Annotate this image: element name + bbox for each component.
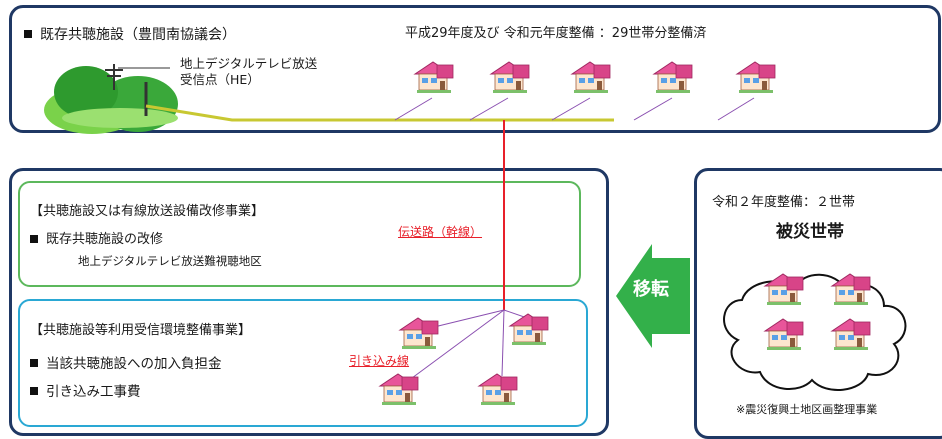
house-icon [379, 373, 419, 406]
hills-illustration [44, 66, 178, 134]
renovation-project-title: 【共聴施設又は有線放送設備改修事業】 [30, 204, 265, 219]
house-icon [490, 61, 530, 94]
bullet-square-icon [30, 387, 38, 395]
reception-environment-box [18, 299, 588, 427]
bullet-square-icon [30, 359, 38, 367]
head-end-label: 地上デジタルテレビ放送 受信点（HE） [180, 56, 317, 88]
trunk-line-label: 伝送路（幹線） [398, 225, 483, 239]
bullet-square-icon [24, 30, 32, 38]
reception-project-title: 【共聴施設等利用受信環境整備事業】 [30, 323, 252, 338]
head-end-label-line1: 地上デジタルテレビ放送 [180, 56, 318, 71]
facility-renovation-box [18, 181, 581, 287]
house-icon [653, 61, 693, 94]
top-drop-lines [394, 97, 755, 121]
reception-item-2: 引き込み工事費 [30, 380, 141, 400]
projects-panel [9, 168, 609, 436]
disaster-households-title: 被災世帯 [776, 222, 844, 242]
relocation-label: 移転 [633, 279, 669, 300]
house-icon [414, 61, 454, 94]
renovation-item: 既存共聴施設の改修 [30, 228, 163, 247]
drop-line-label: 引き込み線 [349, 354, 410, 368]
house-icon [571, 61, 611, 94]
house-icon [736, 61, 776, 94]
house-icon [831, 273, 871, 306]
existing-facility-title: 既存共聴施設（豊間南協議会） [24, 24, 236, 44]
completed-households-header: 平成29年度及び 令和元年度整備 ：29世帯分整備済 [405, 26, 707, 41]
existing-facility-panel [9, 5, 941, 133]
reception-item-1: 当該共聴施設への加入負担金 [30, 352, 222, 372]
house-icon [764, 273, 804, 306]
reconstruction-note: ※震災復興土地区画整理事業 [736, 403, 878, 416]
reception-item-1-text: 当該共聴施設への加入負担金 [46, 356, 222, 372]
reception-item-2-text: 引き込み工事費 [46, 384, 141, 400]
cloud-shape [723, 273, 907, 392]
renovation-item-text: 既存共聴施設の改修 [46, 232, 164, 247]
house-icon [509, 313, 549, 346]
disaster-households-panel [694, 168, 942, 439]
house-icon [478, 373, 518, 406]
antenna-icon [105, 64, 170, 116]
renovation-subtext: 地上デジタルテレビ放送難視聴地区 [78, 254, 262, 268]
feeder-line [145, 104, 614, 122]
head-end-label-line2: 受信点（HE） [180, 72, 260, 87]
existing-facility-title-text: 既存共聴施設（豊間南協議会） [40, 27, 236, 43]
house-icon [399, 317, 439, 350]
fy2020-header: 令和２年度整備：２世帯 [712, 195, 856, 210]
relocation-arrow [616, 244, 690, 348]
bullet-square-icon [30, 234, 38, 243]
